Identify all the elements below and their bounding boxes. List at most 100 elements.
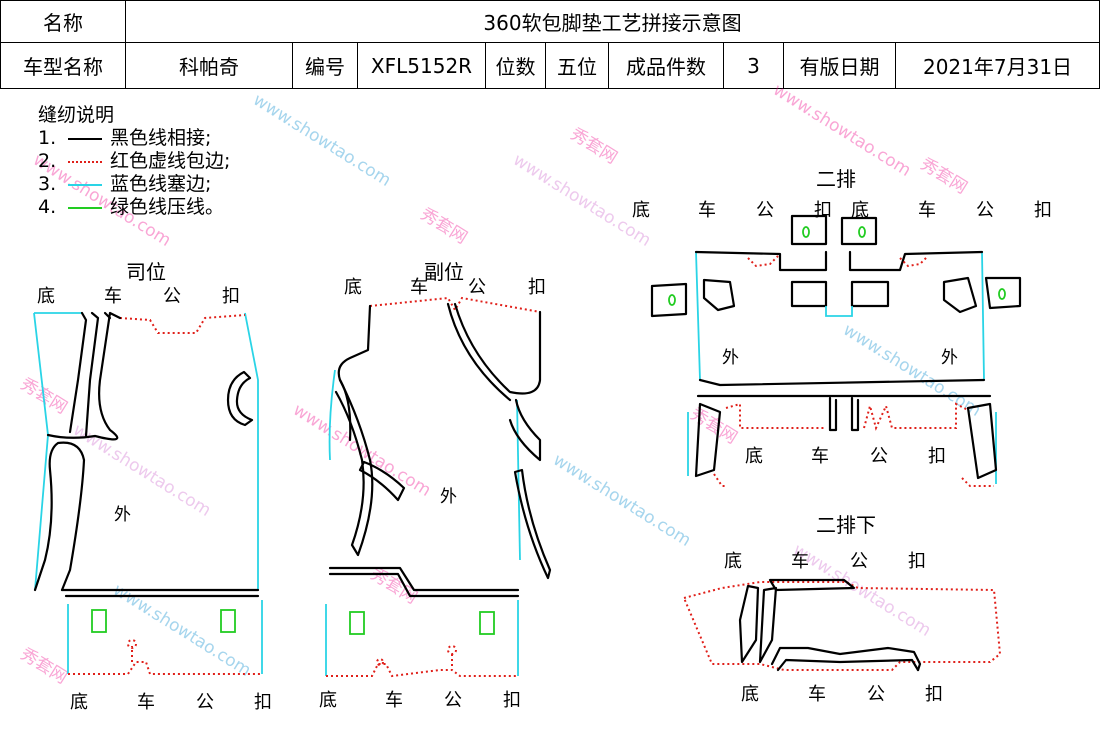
passenger-lower-red-bottom (326, 663, 518, 678)
row2-center-block-l (790, 280, 828, 308)
sewing-legend: 缝纫说明 1. 黑色线相接; 2. 红色虚线包边; 3. 蓝色线塞边; 4. 绿… (38, 104, 230, 219)
pieces-label: 成品件数 (608, 42, 724, 89)
passenger-lower-mat (325, 600, 519, 678)
passenger-upper-mat (328, 296, 552, 598)
row2-center-block-r (850, 280, 890, 308)
row2-lower-left-strip-2 (758, 586, 778, 664)
direction-d1: 底 (319, 690, 337, 711)
legend-item-green: 4. 绿色线压线。 (38, 196, 230, 219)
row2-lower-top-strip (768, 578, 856, 592)
section-title-row2: 二排 (816, 167, 856, 191)
legend-text: 红色虚线包边; (110, 150, 231, 172)
model-value: 科帕奇 (125, 42, 293, 89)
legend-item-cyan: 3. 蓝色线塞边; (38, 173, 230, 196)
row2-lower-strip-left (694, 402, 722, 478)
direction-d2: 车 (791, 551, 809, 572)
direction-d2: 车 (104, 286, 122, 307)
driver-lower-red-knob (127, 639, 137, 649)
direction-d2: 车 (698, 200, 716, 221)
row2-lower-inner-arc-2 (776, 658, 920, 672)
driver-left-strip (33, 441, 86, 592)
row2-pad-green (858, 226, 866, 238)
row2-lower-red-left (725, 402, 826, 429)
outer-label: 外 (114, 505, 131, 525)
direction-d4: 扣 (528, 277, 546, 298)
outer-label: 外 (440, 487, 457, 507)
direction-d2: 车 (137, 692, 155, 713)
outer-label: 外 (722, 348, 739, 368)
driver-cyan-right (244, 312, 259, 590)
row2-red-notch-right (899, 255, 929, 268)
direction-d4: 扣 (908, 551, 926, 572)
direction-d1: 底 (745, 446, 763, 467)
row2-lower-inner-arc (770, 646, 922, 672)
row2-mat (650, 214, 1022, 487)
passenger-lower-red-knob (376, 658, 384, 666)
row2-lower-red-outline (682, 581, 1002, 671)
direction-d1: 底 (37, 286, 55, 307)
direction-d3: 公 (196, 692, 214, 713)
driver-inner-line (46, 311, 122, 441)
cyan-line-swatch (68, 183, 102, 186)
legend-item-red: 2. 红色虚线包边; (38, 150, 230, 173)
direction-d4: 扣 (1034, 200, 1052, 221)
row2-red-notch-left (747, 255, 779, 268)
driver-strip-3 (103, 311, 112, 320)
row2-lower-mat (682, 578, 1002, 672)
diagram-title: 360软包脚垫工艺拼接示意图 (124, 0, 1100, 43)
section-title-row2-lower: 二排下 (816, 513, 876, 537)
direction-d4: 扣 (503, 690, 521, 711)
name-label: 名称 (0, 0, 126, 43)
row2-lower-center-left (828, 396, 838, 432)
red-dotted-swatch (68, 160, 102, 163)
row2-inner-left (702, 278, 736, 312)
direction-d3: 公 (850, 551, 868, 572)
direction-d1: 底 (724, 551, 742, 572)
row2-pad-right (840, 216, 878, 246)
direction-d1: 底 (70, 692, 88, 713)
passenger-lower-red-knob (447, 645, 457, 655)
legend-num: 4. (38, 196, 57, 218)
outer-label: 外 (941, 348, 958, 368)
direction-d4: 扣 (928, 446, 946, 467)
row2-lower-red-foot-right (961, 477, 994, 487)
legend-text: 绿色线压线。 (110, 196, 225, 218)
row2-side-pad-green (998, 288, 1006, 300)
driver-lower-red-bottom (68, 661, 262, 675)
direction-d3: 公 (870, 446, 888, 467)
passenger-green-press-left (349, 611, 365, 635)
black-line-swatch (68, 137, 102, 140)
row2-lower-strip-right (966, 402, 998, 480)
passenger-left-edge (337, 304, 372, 442)
code-value: XFL5152R (357, 42, 486, 89)
direction-d4: 扣 (925, 684, 943, 705)
direction-d4: 扣 (222, 286, 240, 307)
legend-item-black: 1. 黑色线相接; (38, 127, 230, 150)
direction-d2: 车 (385, 690, 403, 711)
row2-top-right-edge (848, 250, 984, 272)
direction-d2: 车 (918, 200, 936, 221)
direction-d3: 公 (163, 286, 181, 307)
passenger-right-curve (453, 302, 542, 395)
passenger-lower-seam (328, 572, 520, 598)
date-value: 2021年7月31日 (894, 42, 1100, 89)
passenger-cyan-left (328, 369, 336, 461)
row2-lower-red-right (863, 402, 969, 431)
row2-inner-right (942, 276, 978, 314)
direction-d1: 底 (741, 684, 759, 705)
driver-lower-mat (67, 600, 263, 675)
pieces-value: 3 (723, 42, 784, 89)
row2-side-pad-right (984, 276, 1022, 310)
direction-d3: 公 (976, 200, 994, 221)
row2-top-left-edge (694, 250, 828, 272)
green-line-swatch (68, 206, 102, 209)
passenger-left-strip (334, 378, 374, 557)
direction-d2: 车 (410, 277, 428, 298)
row2-bottom-seam (698, 378, 986, 387)
code-label: 编号 (292, 42, 358, 89)
row2-cyan-left (695, 251, 701, 381)
row2-side-pad-left (650, 282, 688, 318)
driver-strip-2 (84, 311, 100, 438)
